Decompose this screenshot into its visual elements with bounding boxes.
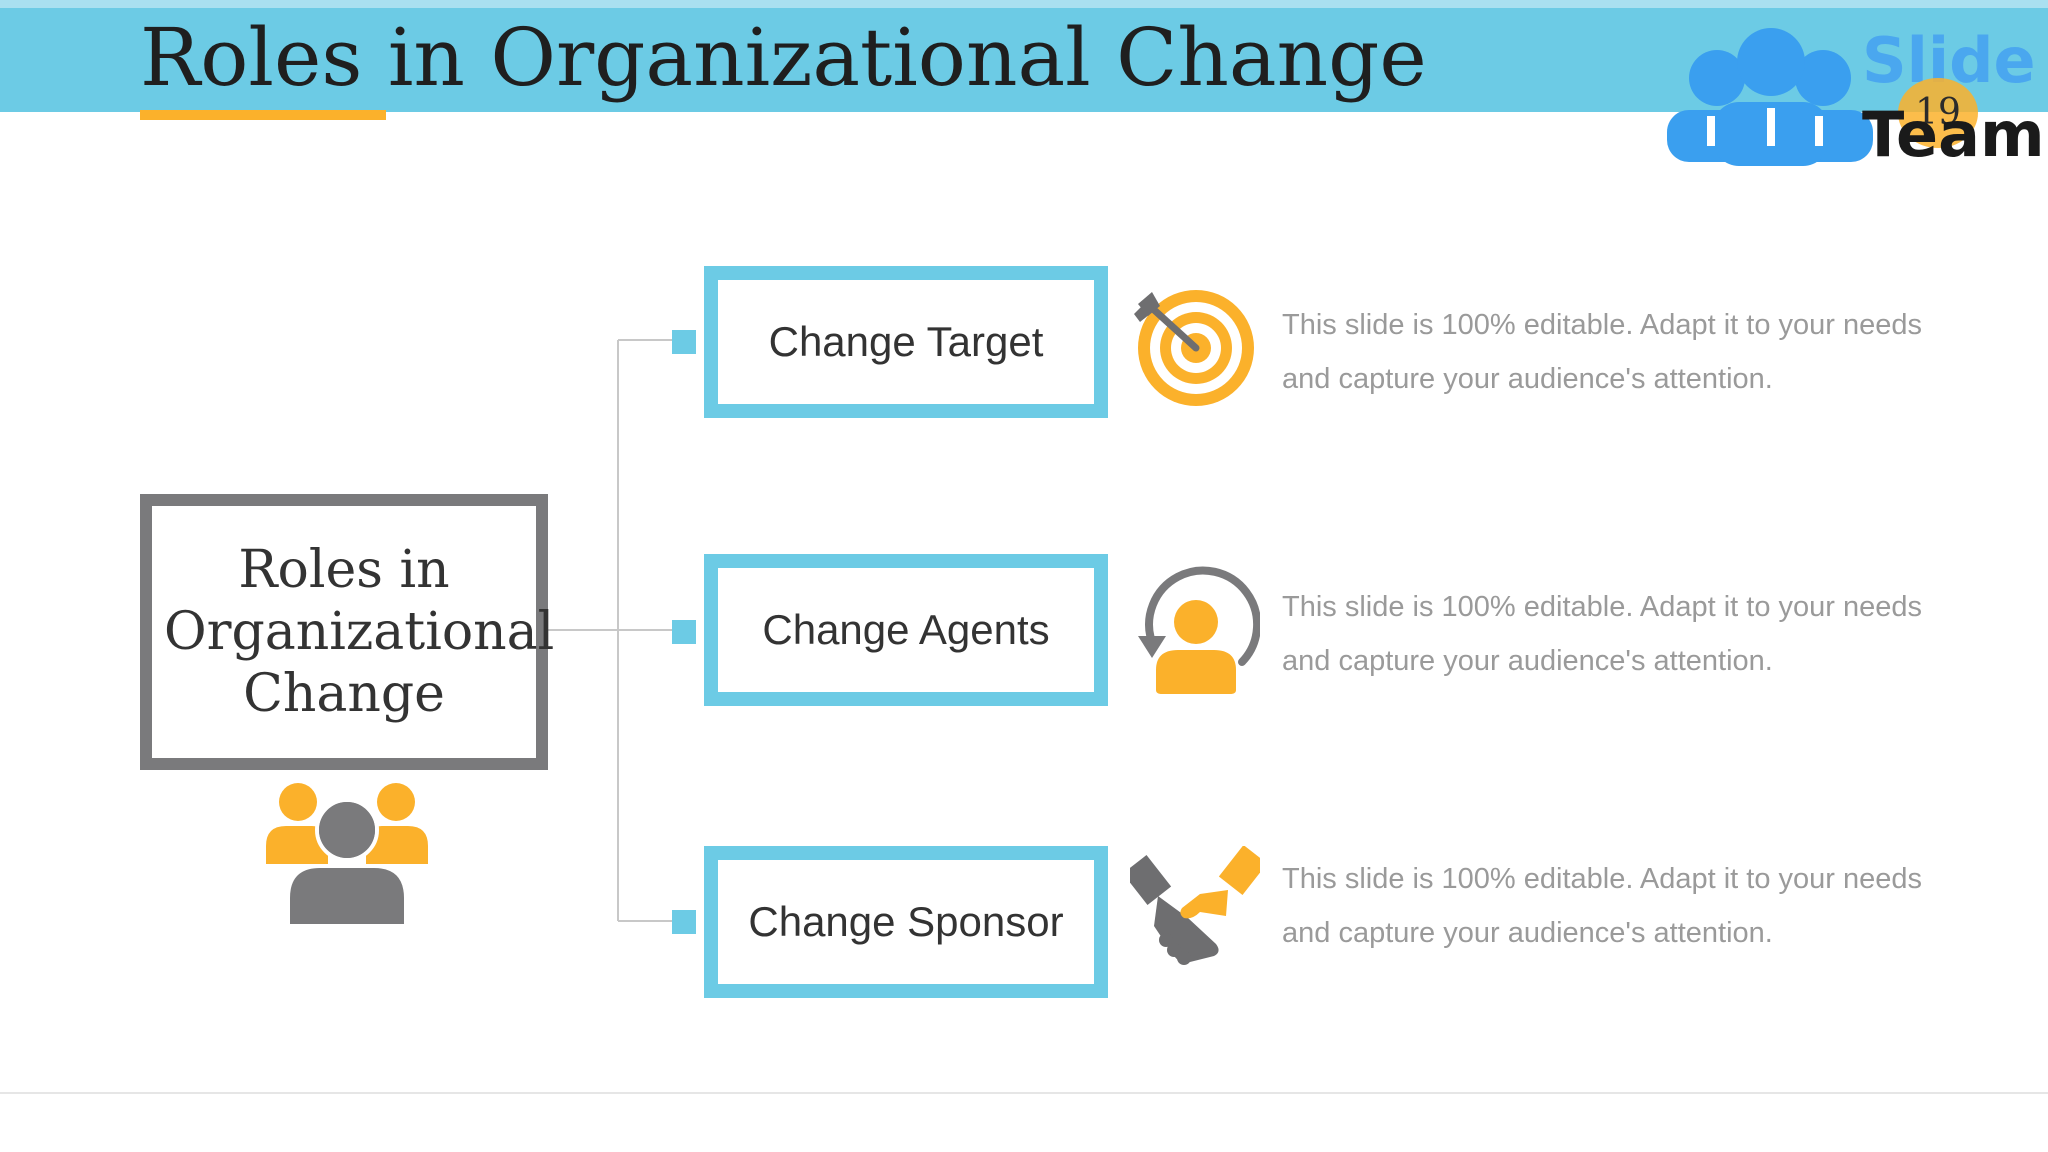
group-people-icon <box>266 783 428 924</box>
role-box-change-target: Change Target <box>704 266 1108 418</box>
role-marker-target <box>672 330 696 354</box>
role-description: This slide is 100% editable. Adapt it to… <box>1282 309 1922 395</box>
person-refresh-icon <box>1138 566 1260 694</box>
role-label: Change Sponsor <box>748 898 1064 945</box>
team-people-icon <box>1667 28 1873 166</box>
bottom-rule <box>0 1092 2048 1094</box>
role-label: Change Agents <box>762 606 1050 653</box>
target-dart-icon <box>1134 290 1254 406</box>
role-description: This slide is 100% editable. Adapt it to… <box>1282 591 1922 677</box>
role-marker-sponsor <box>672 910 696 934</box>
page-number: 19 <box>1898 78 1978 148</box>
center-label: Roles in Organizational Change <box>164 540 555 724</box>
role-box-change-sponsor: Change Sponsor <box>704 846 1108 998</box>
role-marker-agents <box>672 620 696 644</box>
slide-title: Roles in Organizational Change <box>140 11 1427 104</box>
title-underline <box>140 110 386 120</box>
center-box: Roles in Organizational Change <box>140 494 555 770</box>
logo-word-bottom: Team <box>1862 98 2045 171</box>
role-label: Change Target <box>768 318 1044 365</box>
role-box-change-agents: Change Agents <box>704 554 1108 706</box>
role-description: This slide is 100% editable. Adapt it to… <box>1282 863 1922 949</box>
handshake-icon <box>1130 846 1260 965</box>
